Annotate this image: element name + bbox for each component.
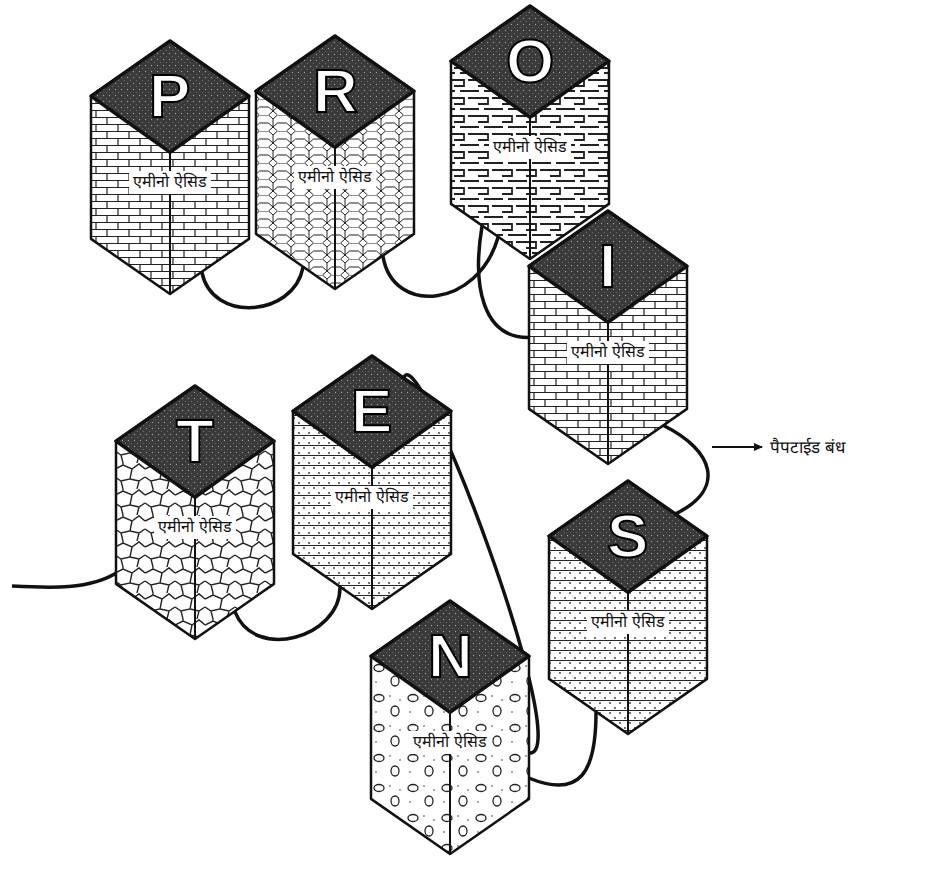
block-letter: N bbox=[428, 625, 473, 687]
letter-face bbox=[91, 41, 249, 152]
block-letter: P bbox=[149, 65, 190, 127]
block-outline bbox=[256, 36, 414, 289]
amino-acid-block: I एमीनो ऐसिड bbox=[528, 210, 688, 465]
block-outline bbox=[116, 386, 274, 639]
amino-acid-block: R एमीनो ऐसिड bbox=[255, 35, 415, 290]
peptide-bond bbox=[202, 268, 303, 308]
amino-acid-block: P एमीनो ऐसिड bbox=[90, 40, 250, 295]
block-outline bbox=[91, 41, 249, 294]
block-letter: T bbox=[176, 410, 214, 472]
amino-acid-block: N एमीनो ऐसिड bbox=[370, 600, 530, 855]
amino-acid-block: E एमीनो ऐसिड bbox=[292, 355, 452, 610]
block-letter: I bbox=[599, 235, 616, 297]
letter-face bbox=[116, 386, 274, 497]
letter-face bbox=[371, 601, 529, 712]
block-letter: S bbox=[607, 505, 648, 567]
block-label: एमीनो ऐसिड bbox=[587, 611, 669, 634]
block-outline bbox=[293, 356, 451, 609]
block-outline bbox=[451, 6, 609, 259]
block-letter: R bbox=[313, 60, 358, 122]
peptide-bond bbox=[530, 713, 596, 786]
amino-acid-block: T एमीनो ऐसिड bbox=[115, 385, 275, 640]
label-arrow bbox=[712, 446, 762, 448]
block-label: एमीनो ऐसिड bbox=[154, 516, 236, 539]
block-outline bbox=[549, 481, 707, 734]
block-label: एमीनो ऐसिड bbox=[129, 171, 211, 194]
letter-face bbox=[451, 6, 609, 117]
letter-face bbox=[529, 211, 687, 322]
peptide-bond bbox=[664, 426, 708, 514]
letter-face bbox=[293, 356, 451, 467]
letter-face bbox=[549, 481, 707, 592]
block-outline bbox=[371, 601, 529, 854]
block-label: एमीनो ऐसिड bbox=[409, 731, 491, 754]
bond-label: पैपटाईड बंध bbox=[768, 435, 847, 458]
amino-acid-block: O एमीनो ऐसिड bbox=[450, 5, 610, 260]
block-label: एमीनो ऐसिड bbox=[567, 341, 649, 364]
chain-tail bbox=[12, 572, 118, 587]
block-letter: O bbox=[506, 30, 554, 92]
block-label: एमीनो ऐसिड bbox=[489, 136, 571, 159]
block-label: एमीनो ऐसिड bbox=[331, 486, 413, 509]
block-label: एमीनो ऐसिड bbox=[294, 166, 376, 189]
letter-face bbox=[256, 36, 414, 147]
amino-acid-block: S एमीनो ऐसिड bbox=[548, 480, 708, 735]
block-letter: E bbox=[351, 380, 392, 442]
block-outline bbox=[529, 211, 687, 464]
